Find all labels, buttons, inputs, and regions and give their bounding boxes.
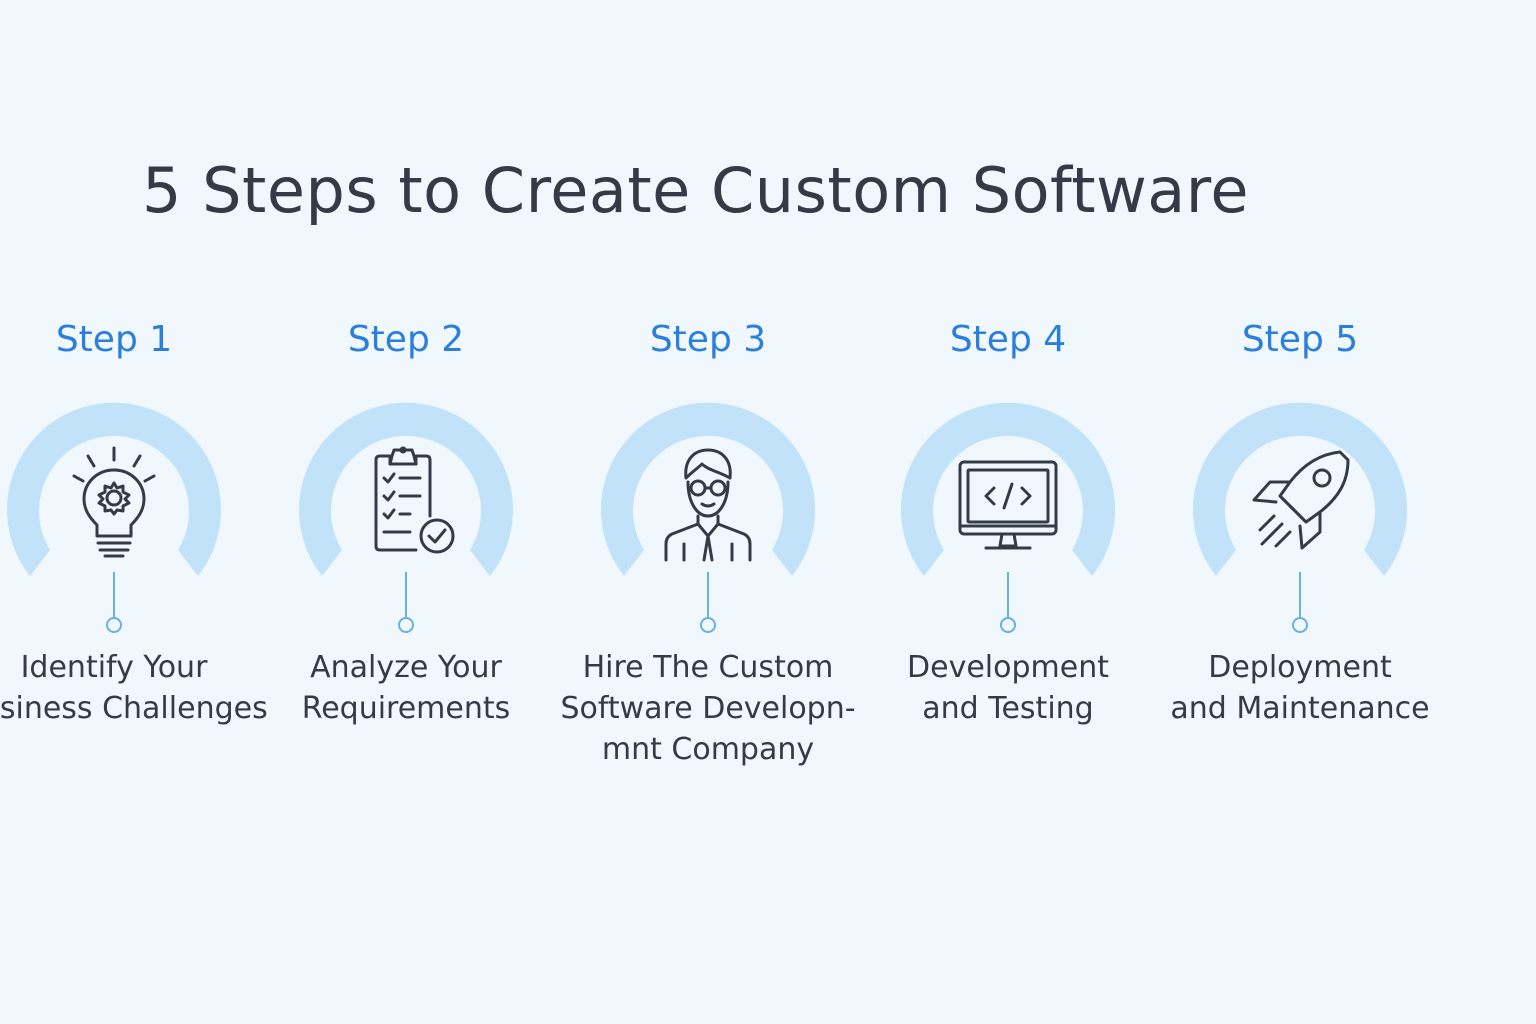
step-visual bbox=[4, 380, 224, 640]
step-description-line: Software Developn- bbox=[560, 691, 856, 726]
step-visual bbox=[898, 380, 1118, 640]
step-description-line: Deployment bbox=[1208, 650, 1392, 685]
step-visual bbox=[1190, 380, 1410, 640]
step-visual bbox=[598, 380, 818, 640]
lightbulb-gear-icon bbox=[52, 438, 176, 562]
step-description-line: Requirements bbox=[301, 691, 511, 726]
page-title: 5 Steps to Create Custom Software bbox=[142, 154, 1250, 227]
step-3: Step 3 bbox=[558, 0, 858, 1024]
arc-ring bbox=[7, 402, 221, 633]
step-description-line: mnt Company bbox=[601, 732, 815, 767]
step-description-line: Identify Your bbox=[20, 650, 208, 685]
arc-ring bbox=[601, 402, 815, 633]
step-label: Step 4 bbox=[949, 319, 1067, 360]
step-description: Deployment and Maintenance bbox=[1130, 647, 1470, 729]
step-description: Hire The Custom Software Developn- mnt C… bbox=[538, 647, 878, 770]
clipboard-checklist-icon bbox=[344, 438, 468, 562]
step-description: Analyze Your Requirements bbox=[236, 647, 576, 729]
step-visual bbox=[296, 380, 516, 640]
developer-person-icon bbox=[646, 438, 770, 562]
step-description-line: Business Challenges bbox=[0, 691, 268, 726]
arc-ring bbox=[901, 402, 1115, 633]
code-monitor-icon bbox=[946, 438, 1070, 562]
arc-ring bbox=[299, 402, 513, 633]
step-description: Identify Your Business Challenges bbox=[0, 647, 284, 729]
step-label: Step 5 bbox=[1241, 319, 1359, 360]
rocket-icon bbox=[1238, 438, 1362, 562]
step-5: Step 5 Deployment and Maintenance bbox=[1150, 0, 1450, 1024]
step-label: Step 3 bbox=[649, 319, 767, 360]
step-1: Step 1 Identify Your Business bbox=[0, 0, 268, 1024]
step-2: Step 2 Analyze Your bbox=[256, 0, 556, 1024]
step-description-line: Development bbox=[907, 650, 1109, 685]
step-description-line: and Testing bbox=[922, 691, 1094, 726]
step-label: Step 1 bbox=[55, 319, 173, 360]
step-4: Step 4 Development and Testing bbox=[858, 0, 1158, 1024]
arc-ring bbox=[1193, 402, 1407, 633]
step-description-line: Hire The Custom bbox=[582, 650, 834, 685]
step-label: Step 2 bbox=[347, 319, 465, 360]
step-description-line: Analyze Your bbox=[310, 650, 502, 685]
step-description: Development and Testing bbox=[838, 647, 1178, 729]
step-description-line: and Maintenance bbox=[1170, 691, 1430, 726]
